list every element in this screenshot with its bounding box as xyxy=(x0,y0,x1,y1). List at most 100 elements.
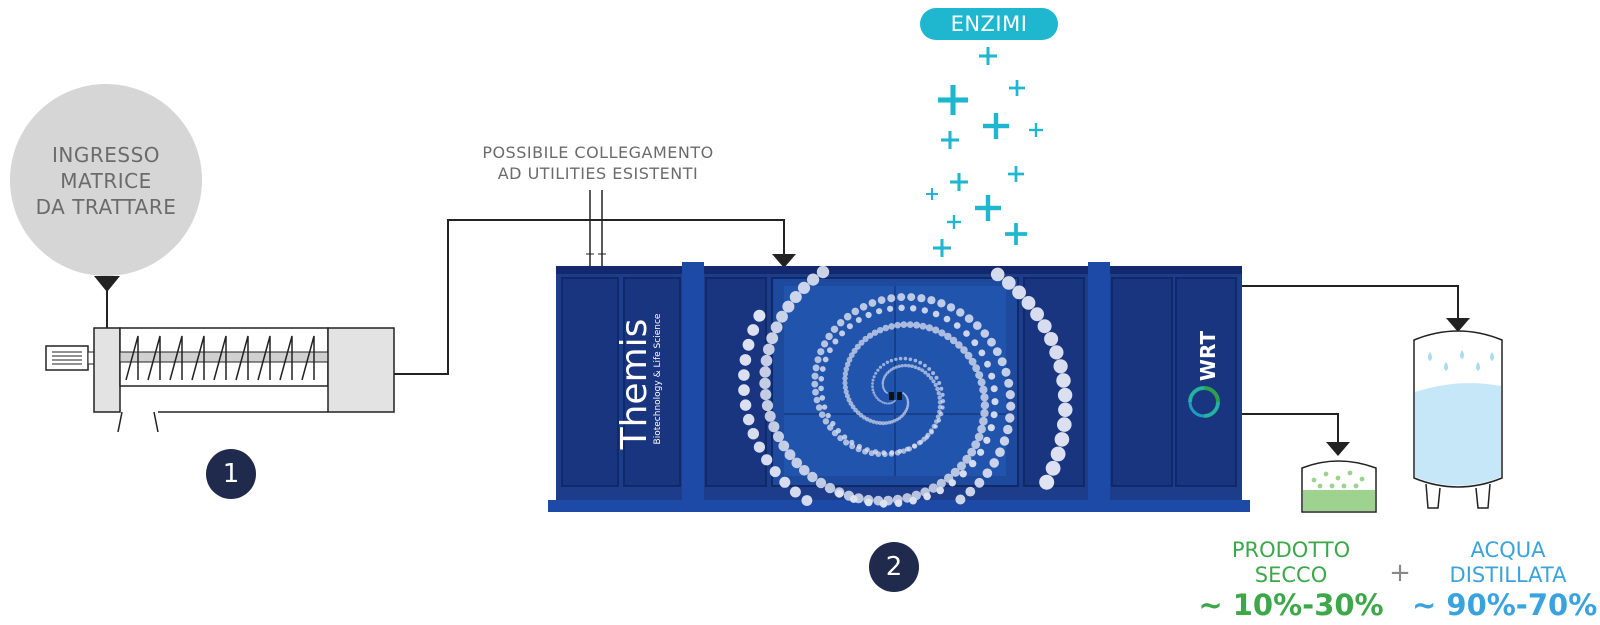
spiral-dot xyxy=(926,373,931,378)
spiral-dot xyxy=(988,372,996,380)
spiral-dot xyxy=(742,338,755,351)
spiral-dot xyxy=(918,439,924,445)
spiral-dot xyxy=(871,382,874,385)
spiral-dot xyxy=(983,436,991,444)
spiral-dot xyxy=(918,360,923,365)
spiral-dot xyxy=(842,434,848,440)
spiral-dot xyxy=(929,429,934,435)
spiral-dot xyxy=(874,371,878,375)
input-label-line1: INGRESSO xyxy=(51,143,161,167)
spiral-dot xyxy=(889,358,894,363)
plus-icon xyxy=(993,113,999,139)
spiral-dot xyxy=(933,424,938,429)
spiral-dot xyxy=(964,314,974,323)
spiral-dot xyxy=(848,352,855,359)
spiral-dot xyxy=(999,436,1010,446)
dry-product-percentage: ~ 10%-30% xyxy=(1198,588,1384,622)
spiral-dot xyxy=(1044,332,1059,346)
spiral-dot xyxy=(844,361,851,368)
spiral-dot xyxy=(760,354,773,367)
spiral-dot xyxy=(949,336,958,345)
spiral-dot xyxy=(807,273,820,286)
spiral-dot xyxy=(807,471,818,483)
spiral-dot xyxy=(920,368,925,373)
spiral-dot xyxy=(885,360,890,364)
spiral-dot xyxy=(943,315,951,323)
spiral-dot xyxy=(990,267,1005,282)
spiral-dot xyxy=(937,381,942,385)
plus-icon xyxy=(940,239,944,257)
themis-logo-text: Themis xyxy=(614,318,655,450)
spiral-dot xyxy=(959,470,967,478)
spiral-dot xyxy=(889,368,893,372)
spiral-dot xyxy=(872,375,876,379)
spiral-dot xyxy=(784,449,796,461)
spiral-dot xyxy=(778,440,790,452)
spiral-dot xyxy=(789,291,802,303)
spiral-dot xyxy=(830,325,839,333)
spiral-dot xyxy=(955,494,966,505)
input-label-line2: MATRICE xyxy=(60,169,152,193)
spiral-dot xyxy=(971,440,981,449)
spiral-dot xyxy=(868,299,877,307)
evaporator-unit xyxy=(548,262,1250,512)
spiral-dot xyxy=(885,402,888,405)
spiral-dot xyxy=(865,311,872,319)
spiral-dot xyxy=(980,329,990,338)
spiral-dot xyxy=(878,421,883,425)
spiral-dot xyxy=(931,379,936,384)
spiral-dot xyxy=(825,332,833,341)
spiral-dot xyxy=(906,321,914,328)
spiral-dot xyxy=(928,483,939,493)
spiral-dot xyxy=(851,307,860,316)
spiral-dot xyxy=(858,339,865,346)
spiral-dot xyxy=(862,335,869,343)
spiral-dot xyxy=(939,411,944,417)
spiral-dot xyxy=(843,439,850,446)
spiral-dot xyxy=(1005,413,1015,423)
plus-icon xyxy=(930,188,934,200)
input-label-line3: DA TRATTARE xyxy=(35,195,177,219)
spiral-dot xyxy=(856,443,863,450)
spiral-dot xyxy=(950,467,960,477)
spiral-dot xyxy=(936,486,944,495)
spiral-dot xyxy=(977,448,985,456)
spiral-dot xyxy=(871,385,874,389)
spiral-dot xyxy=(940,405,945,410)
spiral-dot xyxy=(962,454,972,464)
spiral-dot xyxy=(849,443,856,450)
spiral-dot xyxy=(812,388,819,396)
wrt-logo-icon xyxy=(1188,386,1220,418)
dry-arrow-icon xyxy=(1326,442,1350,456)
spiral-dot xyxy=(936,478,946,488)
spiral-dot xyxy=(759,366,771,378)
utilities-label: POSSIBILE COLLEGAMENTO AD UTILITIES ESIS… xyxy=(458,142,738,184)
water-arrow-icon xyxy=(1446,318,1470,332)
spiral-dot xyxy=(881,379,885,383)
spiral-dot xyxy=(971,339,979,347)
spiral-dot xyxy=(876,368,880,372)
spiral-dot xyxy=(822,418,830,425)
spiral-dot xyxy=(739,354,752,366)
plus-icon xyxy=(1034,123,1038,137)
spiral-dot xyxy=(871,419,876,424)
spiral-dot xyxy=(761,400,774,412)
spiral-dot xyxy=(965,486,976,497)
spiral-dot xyxy=(815,477,827,489)
spiral-dot xyxy=(909,496,917,505)
spiral-dot xyxy=(887,305,894,312)
utilities-label-line1: POSSIBILE COLLEGAMENTO xyxy=(482,143,714,162)
spiral-dot xyxy=(842,371,849,377)
spiral-dot xyxy=(839,330,846,337)
spiral-dot xyxy=(842,384,849,391)
spiral-dot xyxy=(898,356,903,361)
spiral-dot xyxy=(975,371,984,380)
spiral-dot xyxy=(937,395,942,400)
spiral-dot xyxy=(1002,276,1016,290)
spiral-dot xyxy=(917,294,926,303)
spiral-dot xyxy=(979,416,988,426)
spiral-dot xyxy=(944,332,952,341)
spiral-dot xyxy=(968,357,977,366)
spiral-dot xyxy=(832,338,839,345)
spiral-dot xyxy=(898,304,905,311)
